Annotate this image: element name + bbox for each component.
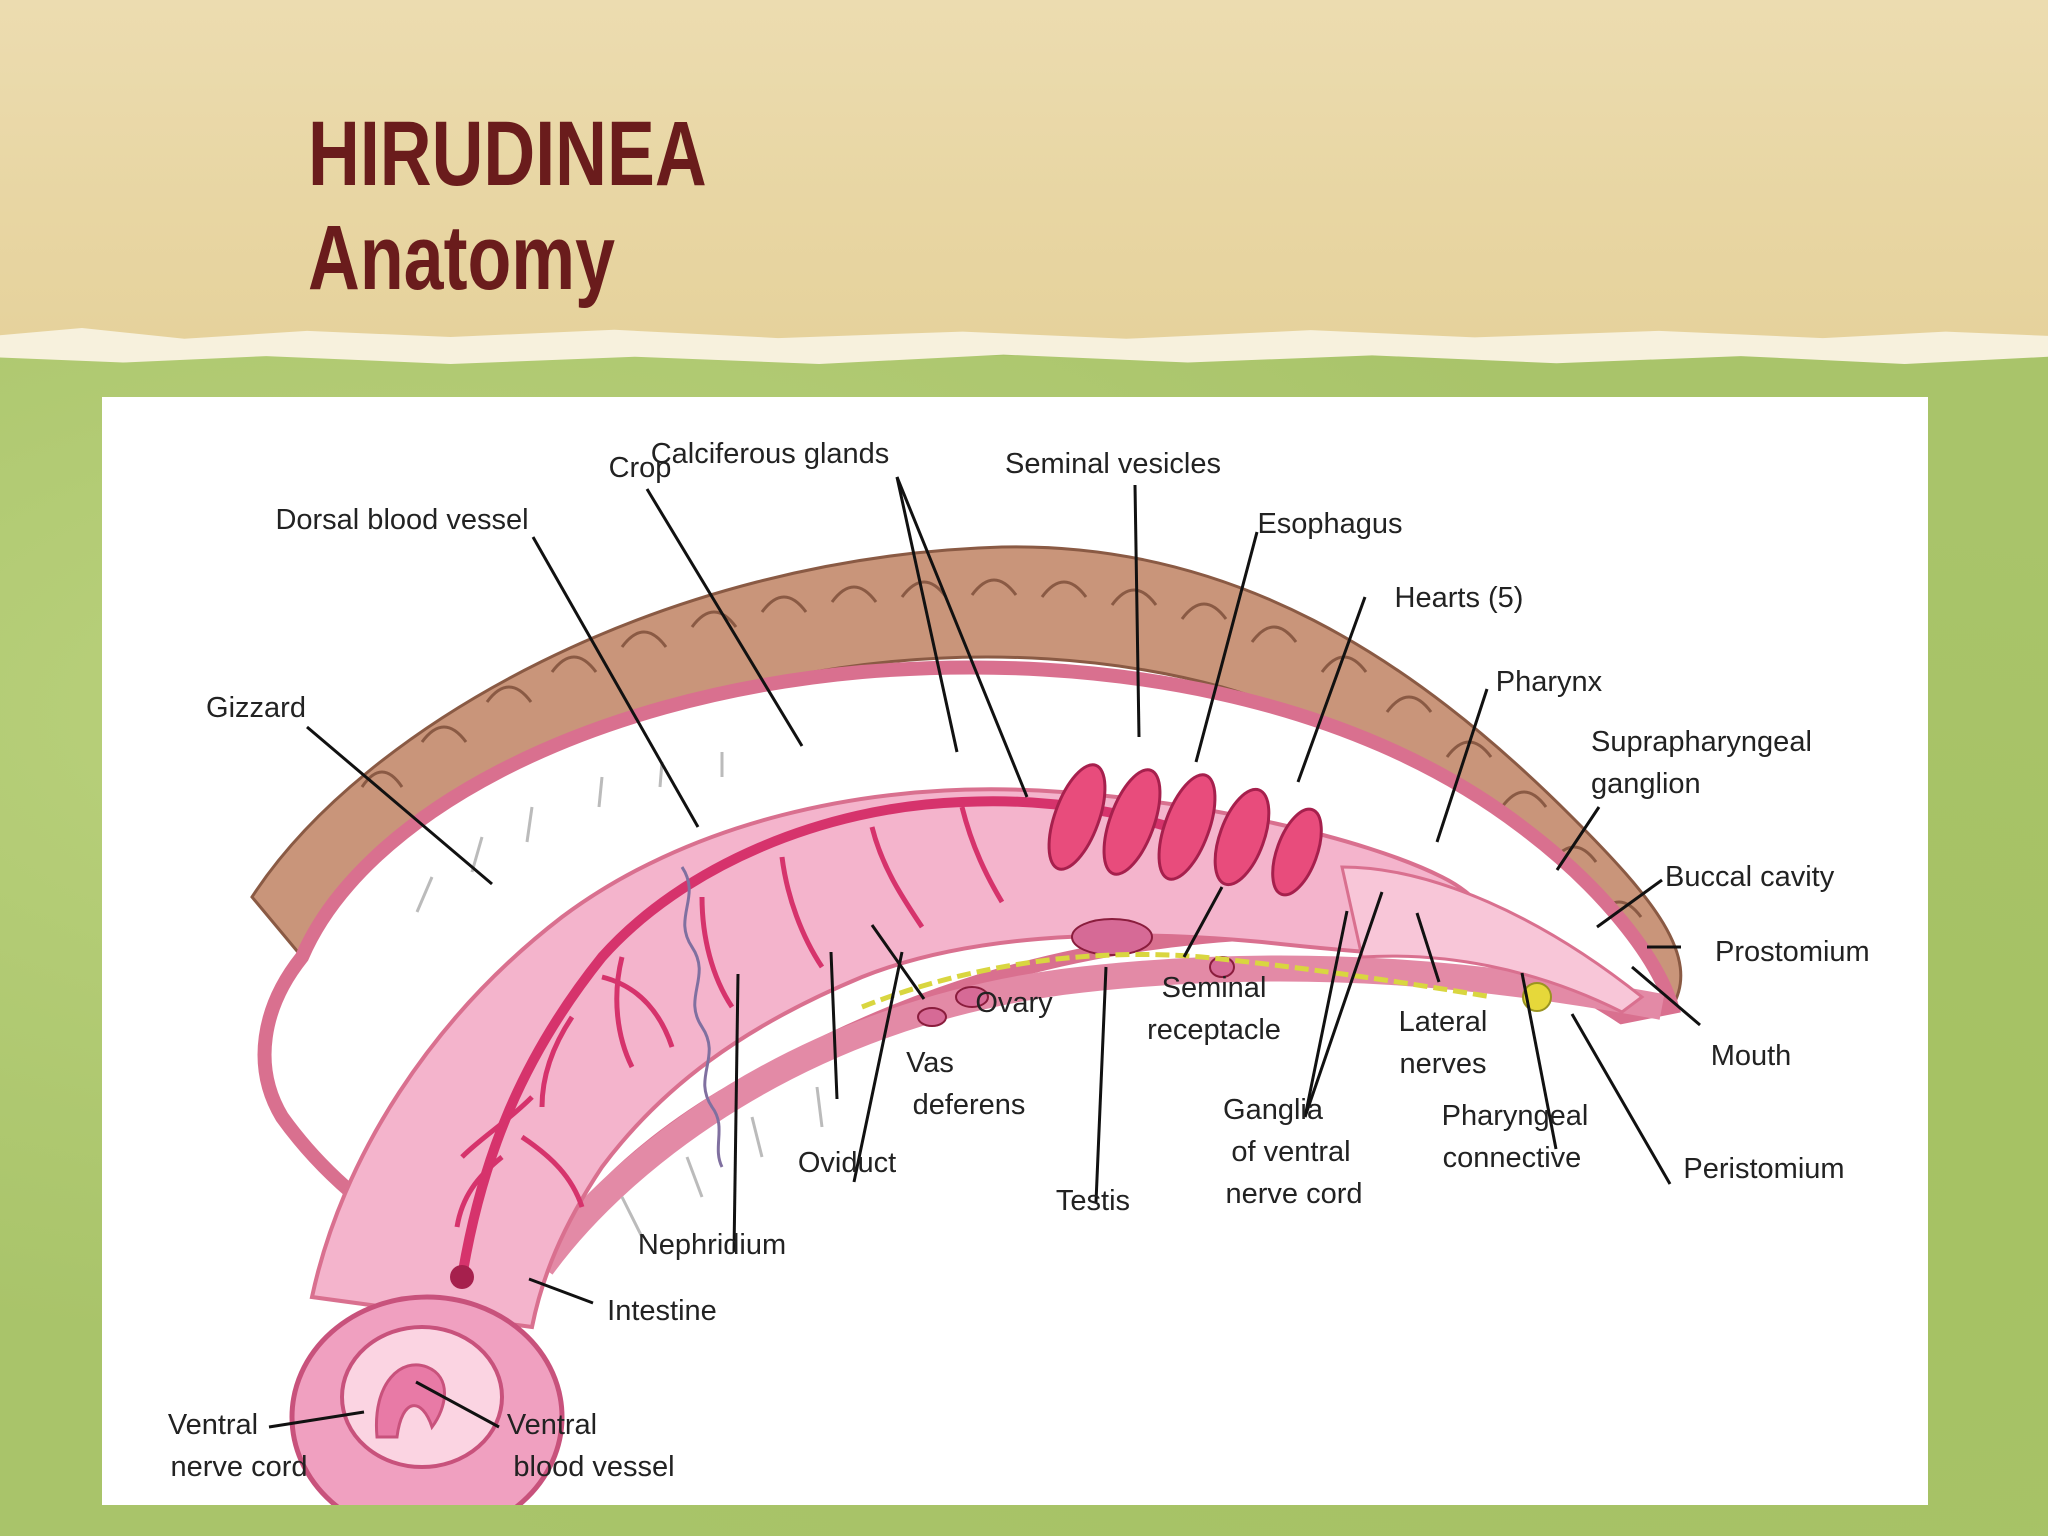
ventral-body-wall [531,955,1665,1275]
label-vas-deferens-1: Vas [906,1047,954,1079]
pharynx-region [1340,865,1645,1014]
label-ventral-nerve-cord-1: Ventral [168,1409,258,1441]
label-ganglia-1: Ganglia [1223,1094,1324,1126]
hearts [1047,763,1323,897]
slide-title-line1: HIRUDINEA [308,103,707,205]
worm-illustration [250,545,1683,1505]
label-ovary: Ovary [975,987,1053,1019]
label-calciferous-glands: Calciferous glands [651,438,890,470]
header-band [0,0,2048,340]
suprapharyngeal-ganglion-shape [1522,982,1552,1012]
label-seminal-vesicles: Seminal vesicles [1005,448,1221,480]
label-lateral-nerves-1: Lateral [1399,1006,1488,1038]
label-peristomium: Peristomium [1683,1153,1844,1185]
label-nephridium: Nephridium [638,1229,786,1261]
label-ventral-blood-vessel-2: blood vessel [513,1451,674,1483]
anatomy-diagram-panel: Crop Calciferous glands Seminal vesicles… [102,397,1928,1505]
typhlosole [374,1363,446,1439]
reproductive-organs [917,918,1235,1027]
label-esophagus: Esophagus [1257,508,1402,540]
label-prostomium: Prostomium [1715,936,1870,968]
label-gizzard: Gizzard [206,692,306,724]
label-intestine: Intestine [607,1295,717,1327]
label-buccal-cavity: Buccal cavity [1665,861,1835,893]
dorsal-vessel-opening [450,1265,474,1289]
label-ventral-blood-vessel-1: Ventral [507,1409,597,1441]
anatomy-diagram: Crop Calciferous glands Seminal vesicles… [168,438,1870,1505]
label-seminal-receptacle-2: receptacle [1147,1014,1281,1046]
label-seminal-receptacle-1: Seminal [1162,972,1267,1004]
label-ganglia-2: of ventral [1231,1136,1350,1168]
vessel-branches [454,806,1005,1228]
label-testis: Testis [1056,1185,1130,1217]
nephridium [680,866,724,1168]
label-ganglia-3: nerve cord [1225,1178,1362,1210]
label-ventral-nerve-cord-2: nerve cord [170,1451,307,1483]
label-suprapharyngeal-2: ganglion [1591,768,1701,800]
leader-lines [268,476,1701,1429]
label-crop: Crop [609,452,672,484]
label-lateral-nerves-2: nerves [1399,1048,1486,1080]
label-dorsal-blood-vessel: Dorsal blood vessel [275,504,528,536]
label-pharyngeal-connective-1: Pharyngeal [1442,1100,1589,1132]
slide-title-line2: Anatomy [308,207,616,309]
diagram-labels: Crop Calciferous glands Seminal vesicles… [168,438,1870,1483]
label-oviduct: Oviduct [798,1147,896,1179]
label-pharynx: Pharynx [1496,666,1603,698]
label-pharyngeal-connective-2: connective [1443,1142,1582,1174]
label-hearts: Hearts (5) [1395,582,1524,614]
label-suprapharyngeal-1: Suprapharyngeal [1591,726,1812,758]
ventral-nerve-cord [861,951,1493,1010]
label-mouth: Mouth [1711,1040,1792,1072]
label-vas-deferens-2: deferens [913,1089,1026,1121]
